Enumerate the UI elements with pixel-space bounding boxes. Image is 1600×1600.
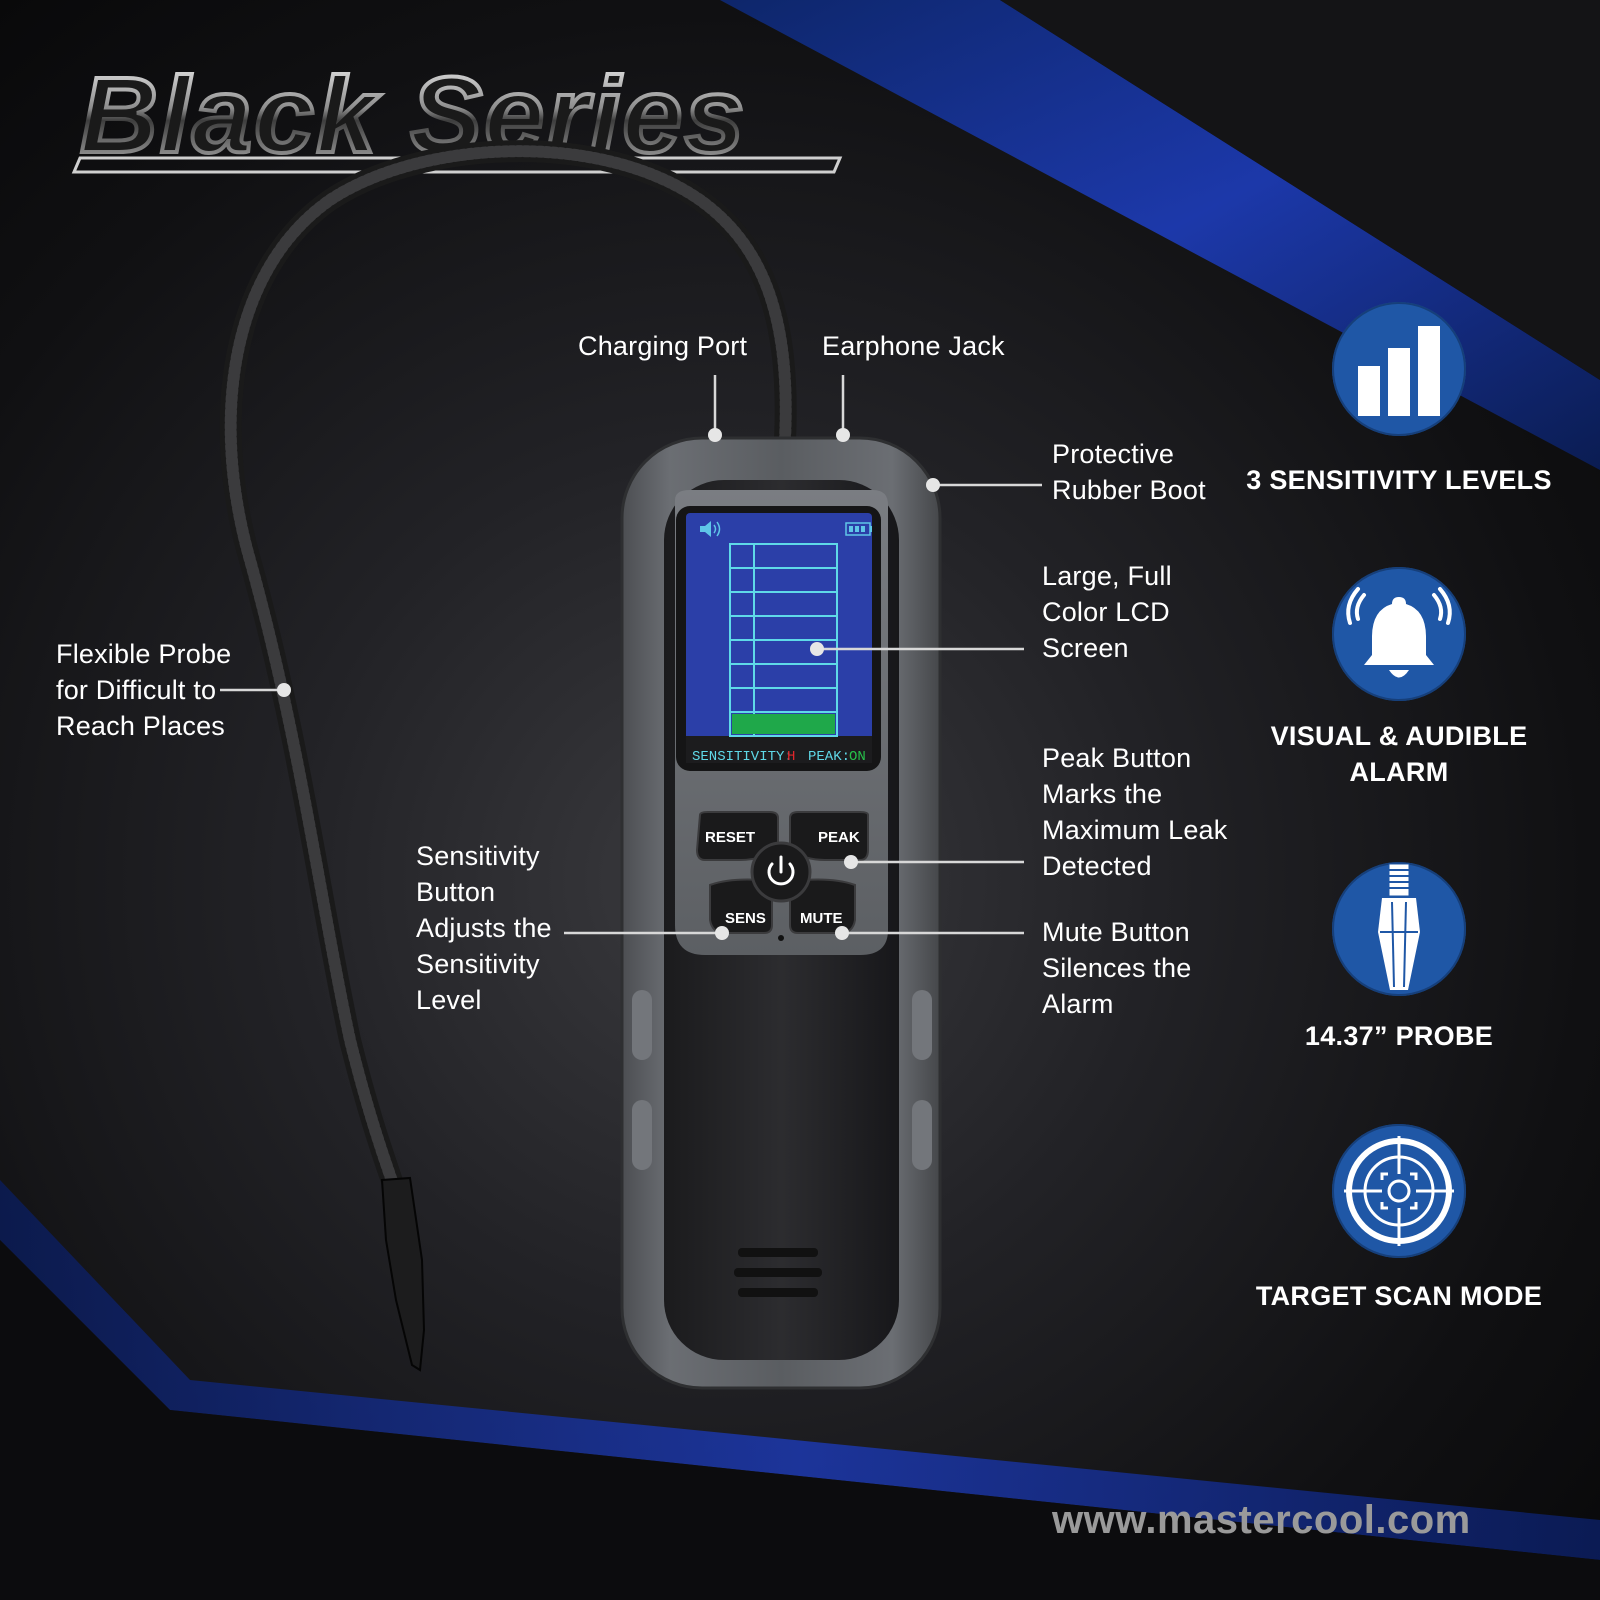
- earphone-jack-callout: Earphone Jack: [822, 331, 1005, 361]
- feature-label-alarm: VISUAL & AUDIBLE ALARM: [1270, 721, 1528, 787]
- peak-button-label: PEAK: [818, 829, 860, 846]
- reset-button[interactable]: RESET: [695, 811, 779, 861]
- lcd-sensitivity-label: SENSITIVITY:: [692, 749, 793, 765]
- logo-text: Black Series: [80, 54, 746, 175]
- lcd-sensitivity-value: H: [787, 749, 795, 765]
- charging-port-callout: Charging Port: [578, 331, 748, 361]
- peak-button[interactable]: PEAK: [789, 811, 869, 861]
- rubber-boot-callout: Protective Rubber Boot: [1052, 439, 1206, 505]
- website-url[interactable]: www.mastercool.com: [1052, 1498, 1471, 1542]
- power-button[interactable]: [750, 841, 812, 903]
- reset-button-label: RESET: [705, 829, 755, 846]
- mute-button[interactable]: MUTE: [789, 878, 856, 934]
- callout-leaders: [220, 375, 1042, 940]
- feature-label-probe: 14.37” PROBE: [1304, 1021, 1494, 1051]
- mute-button-callout: Mute Button Silences the Alarm: [1042, 917, 1192, 1019]
- flexible-probe-callout: Flexible Probe for Difficult to Reach Pl…: [56, 639, 232, 741]
- bell-icon: [1346, 587, 1452, 678]
- mute-button-label: MUTE: [800, 910, 843, 927]
- feature-sensitivity-levels-badge: [1332, 302, 1466, 436]
- sens-button-label: SENS: [725, 910, 766, 927]
- power-icon: [767, 862, 795, 886]
- lcd-level-bar: [732, 714, 835, 734]
- lcd-screen: [686, 513, 872, 763]
- lcd-bar-graph: [729, 543, 838, 737]
- sens-button[interactable]: SENS: [709, 878, 773, 934]
- lcd-peak-value: ON: [849, 749, 866, 765]
- speaker-grille: [734, 1248, 822, 1297]
- lcd-peak-label: PEAK:: [808, 749, 850, 765]
- probe-tip: [380, 1176, 426, 1372]
- black-series-logo: Black Series: [71, 52, 843, 177]
- feature-probe-badge: [1332, 862, 1466, 996]
- peak-button-callout: Peak Button Marks the Maximum Leak Detec…: [1042, 743, 1228, 881]
- lcd-screen-callout: Large, Full Color LCD Screen: [1042, 561, 1172, 663]
- battery-status-icon: [845, 522, 872, 536]
- sensitivity-button-callout: Sensitivity Button Adjusts the Sensitivi…: [416, 841, 552, 1015]
- feature-label-target-scan: TARGET SCAN MODE: [1255, 1281, 1543, 1311]
- feature-alarm-badge: [1332, 567, 1466, 701]
- feature-target-scan-badge: [1332, 1124, 1466, 1258]
- target-icon: [1344, 1136, 1454, 1246]
- probe-icon: [1378, 863, 1420, 990]
- feature-label-sensitivity-levels: 3 SENSITIVITY LEVELS: [1246, 465, 1552, 495]
- bar-chart-icon: [1358, 326, 1440, 416]
- speaker-status-icon: [700, 521, 721, 537]
